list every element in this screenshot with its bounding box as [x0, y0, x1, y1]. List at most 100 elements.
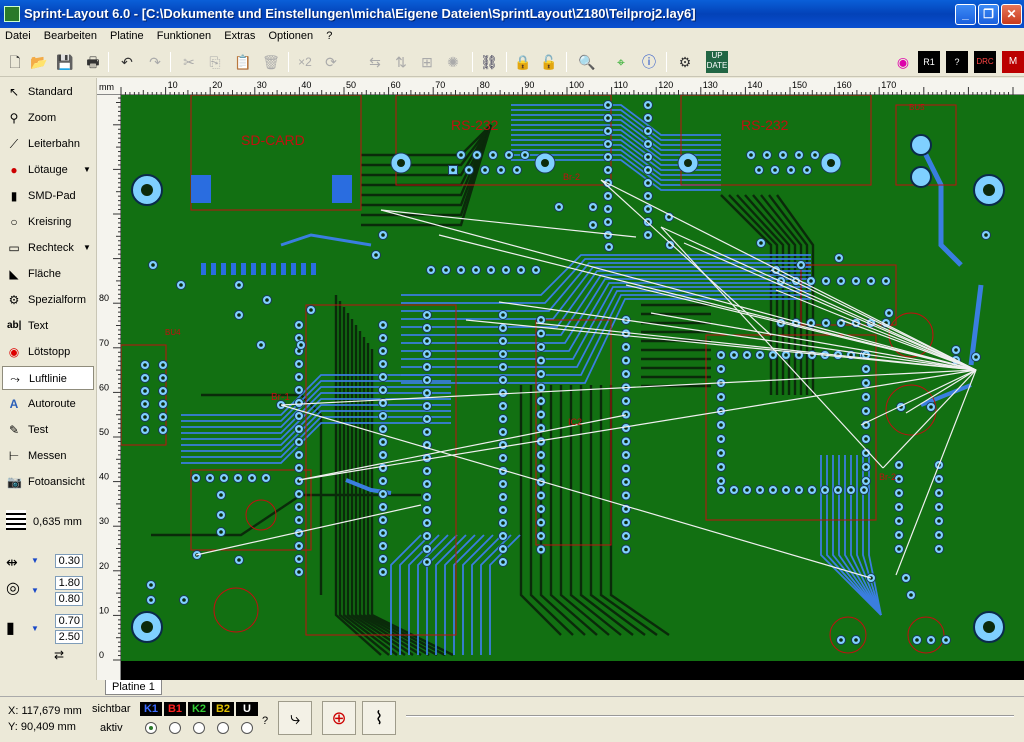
trace[interactable]: [399, 534, 431, 655]
tool-flaeche[interactable]: ◣Fläche: [2, 262, 94, 286]
component-outline[interactable]: [885, 384, 937, 436]
airwire[interactable]: [600, 179, 977, 371]
duplicate-icon[interactable]: ×2: [298, 55, 312, 69]
zoom-fit-icon[interactable]: ⌖: [617, 54, 625, 70]
airwire[interactable]: [770, 269, 977, 371]
trace[interactable]: [444, 534, 476, 655]
undo-icon[interactable]: ↶: [121, 54, 133, 70]
airwire[interactable]: [660, 226, 884, 469]
trace[interactable]: [401, 254, 811, 296]
sd-card-contact[interactable]: [231, 263, 236, 275]
large-pad[interactable]: [910, 134, 932, 156]
layer-u-toggle[interactable]: U: [236, 702, 258, 716]
large-pad[interactable]: [910, 166, 932, 188]
pad-outer-input[interactable]: 1.80: [55, 576, 83, 590]
airwire[interactable]: [905, 369, 977, 414]
airwire[interactable]: [298, 369, 977, 481]
trace[interactable]: [342, 307, 398, 656]
menu-optionen[interactable]: Optionen: [268, 30, 314, 42]
gear-icon[interactable]: ⚙: [678, 54, 692, 70]
active-layer-k1-radio[interactable]: [145, 722, 157, 734]
trace[interactable]: [511, 144, 721, 176]
active-layer-u-radio[interactable]: [241, 722, 253, 734]
grid-icon[interactable]: [6, 510, 26, 530]
sd-card-contact[interactable]: [241, 263, 246, 275]
trace[interactable]: [401, 298, 811, 384]
tab-platine-1[interactable]: Platine 1: [105, 680, 162, 695]
connection-mode-button[interactable]: ⤷: [278, 701, 312, 735]
trace[interactable]: [401, 294, 811, 376]
trace[interactable]: [511, 104, 721, 136]
trace[interactable]: [744, 194, 791, 395]
menu-help[interactable]: ?: [326, 30, 333, 42]
component-info-icon[interactable]: ?: [946, 51, 968, 73]
component-outline[interactable]: [829, 616, 867, 654]
sd-card-contact[interactable]: [251, 263, 256, 275]
grid-value[interactable]: 0,635 mm: [33, 516, 82, 528]
smd-height-input[interactable]: 2.50: [55, 630, 83, 644]
layer-k2-toggle[interactable]: K2: [188, 702, 210, 716]
menu-datei[interactable]: Datei: [5, 30, 31, 42]
trace[interactable]: [453, 534, 485, 655]
trace[interactable]: [401, 282, 811, 352]
mirror-horizontal-icon[interactable]: ⇆: [369, 54, 381, 70]
airwire[interactable]: [775, 289, 977, 371]
airwire[interactable]: [840, 319, 977, 371]
airwire[interactable]: [535, 322, 977, 371]
sd-card-contact[interactable]: [301, 263, 306, 275]
active-layer-b2-radio[interactable]: [217, 722, 229, 734]
tool-spezialform[interactable]: ⚙Spezialform: [8, 293, 87, 307]
airwire[interactable]: [438, 234, 977, 371]
mirror-vertical-icon[interactable]: ⇅: [395, 54, 407, 70]
sd-card-contact[interactable]: [291, 263, 296, 275]
align-icon[interactable]: ⊞: [421, 54, 433, 70]
tool-loetstopp[interactable]: ◉Lötstopp: [8, 345, 71, 359]
print-icon[interactable]: 🖶: [86, 54, 100, 70]
trace[interactable]: [844, 455, 882, 616]
trace[interactable]: [728, 194, 779, 395]
tool-zoom[interactable]: ⚲Zoom: [2, 106, 94, 130]
tool-luftlinie[interactable]: ⤳Luftlinie: [2, 366, 94, 390]
airwire[interactable]: [683, 242, 977, 371]
circle-pink-icon[interactable]: ◉: [896, 54, 910, 70]
active-layer-b1-radio[interactable]: [169, 722, 181, 734]
pad-size-dropdown-icon[interactable]: ▼: [31, 586, 39, 595]
trace[interactable]: [366, 343, 446, 657]
trace[interactable]: [768, 194, 809, 395]
airwire[interactable]: [380, 209, 977, 371]
trace[interactable]: [401, 262, 811, 312]
component-outline[interactable]: [907, 616, 945, 654]
trace[interactable]: [720, 194, 773, 395]
sd-card-contact[interactable]: [261, 263, 266, 275]
airwire[interactable]: [600, 179, 772, 336]
component-outline[interactable]: [800, 264, 897, 326]
tool-fotoansicht[interactable]: 📷Fotoansicht: [7, 475, 85, 489]
tool-messen[interactable]: ⊢Messen: [8, 449, 67, 463]
component-outline[interactable]: [190, 95, 362, 211]
tool-text[interactable]: ab|Text: [7, 320, 49, 332]
trace[interactable]: [832, 455, 882, 616]
layer-help[interactable]: ?: [262, 715, 269, 727]
airwire[interactable]: [625, 284, 977, 371]
tool-leiterbahn[interactable]: ⟋Leiterbahn: [2, 132, 94, 156]
airwire[interactable]: [280, 369, 977, 406]
trace[interactable]: [511, 119, 721, 151]
trace[interactable]: [920, 383, 972, 407]
trace[interactable]: [417, 534, 449, 655]
rotate-icon[interactable]: ⟳: [325, 54, 337, 70]
trace[interactable]: [511, 109, 721, 141]
trace[interactable]: [471, 534, 503, 655]
trace[interactable]: [519, 385, 562, 636]
tool-smd-pad[interactable]: ▮SMD-Pad: [2, 184, 94, 208]
trace[interactable]: [589, 385, 646, 636]
redo-icon[interactable]: ↷: [149, 54, 161, 70]
trace[interactable]: [201, 393, 323, 595]
tool-rechteck[interactable]: ▭Rechteck▼: [8, 241, 91, 255]
sd-card-contact[interactable]: [281, 263, 286, 275]
component-outline[interactable]: [213, 587, 259, 633]
sd-card-pad[interactable]: [332, 175, 352, 203]
track-width-input[interactable]: 0.30: [55, 554, 83, 568]
